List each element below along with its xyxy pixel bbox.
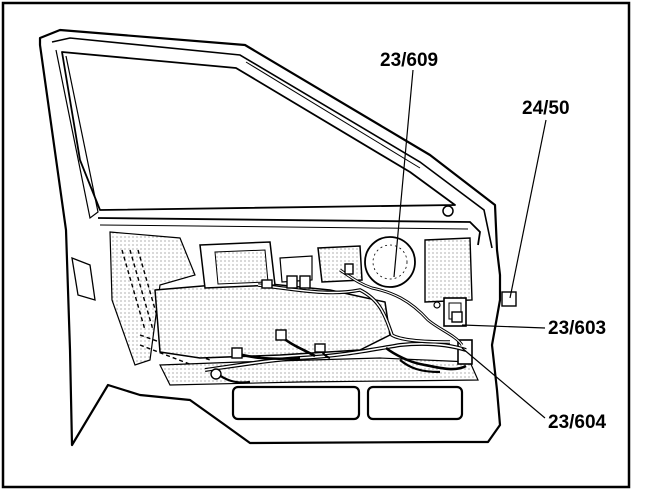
harness-connectors xyxy=(210,263,517,380)
window-frame xyxy=(51,37,493,249)
latch-handle xyxy=(457,339,473,365)
window-seal-line xyxy=(245,61,421,169)
speaker-inner-ring xyxy=(372,244,408,280)
leader-lines xyxy=(393,69,547,419)
lower-pocket-left xyxy=(231,385,361,421)
upper-recess-right xyxy=(317,245,363,283)
lower-pocket-right xyxy=(366,385,464,421)
outer-frame xyxy=(1,1,631,489)
inner-panel-lip xyxy=(99,224,469,230)
lock-recess xyxy=(424,237,473,303)
callout-label-middle-right: 23/603 xyxy=(548,318,606,339)
mount-hole-right xyxy=(433,301,441,309)
callout-label-upper-right: 24/50 xyxy=(522,98,570,119)
callout-label-top: 23/609 xyxy=(380,50,438,71)
mirror-mount-hole xyxy=(442,205,454,217)
window-channel xyxy=(55,49,99,220)
hinge-plate xyxy=(71,256,96,301)
door-outer-outline xyxy=(38,28,502,447)
trim-panel xyxy=(154,281,391,359)
window-glass-outline xyxy=(61,51,456,211)
speaker-opening xyxy=(364,236,416,288)
upper-recess-left-inner xyxy=(214,249,269,285)
callout-label-lower-right: 23/604 xyxy=(548,412,607,433)
inner-panel-top xyxy=(97,217,481,246)
